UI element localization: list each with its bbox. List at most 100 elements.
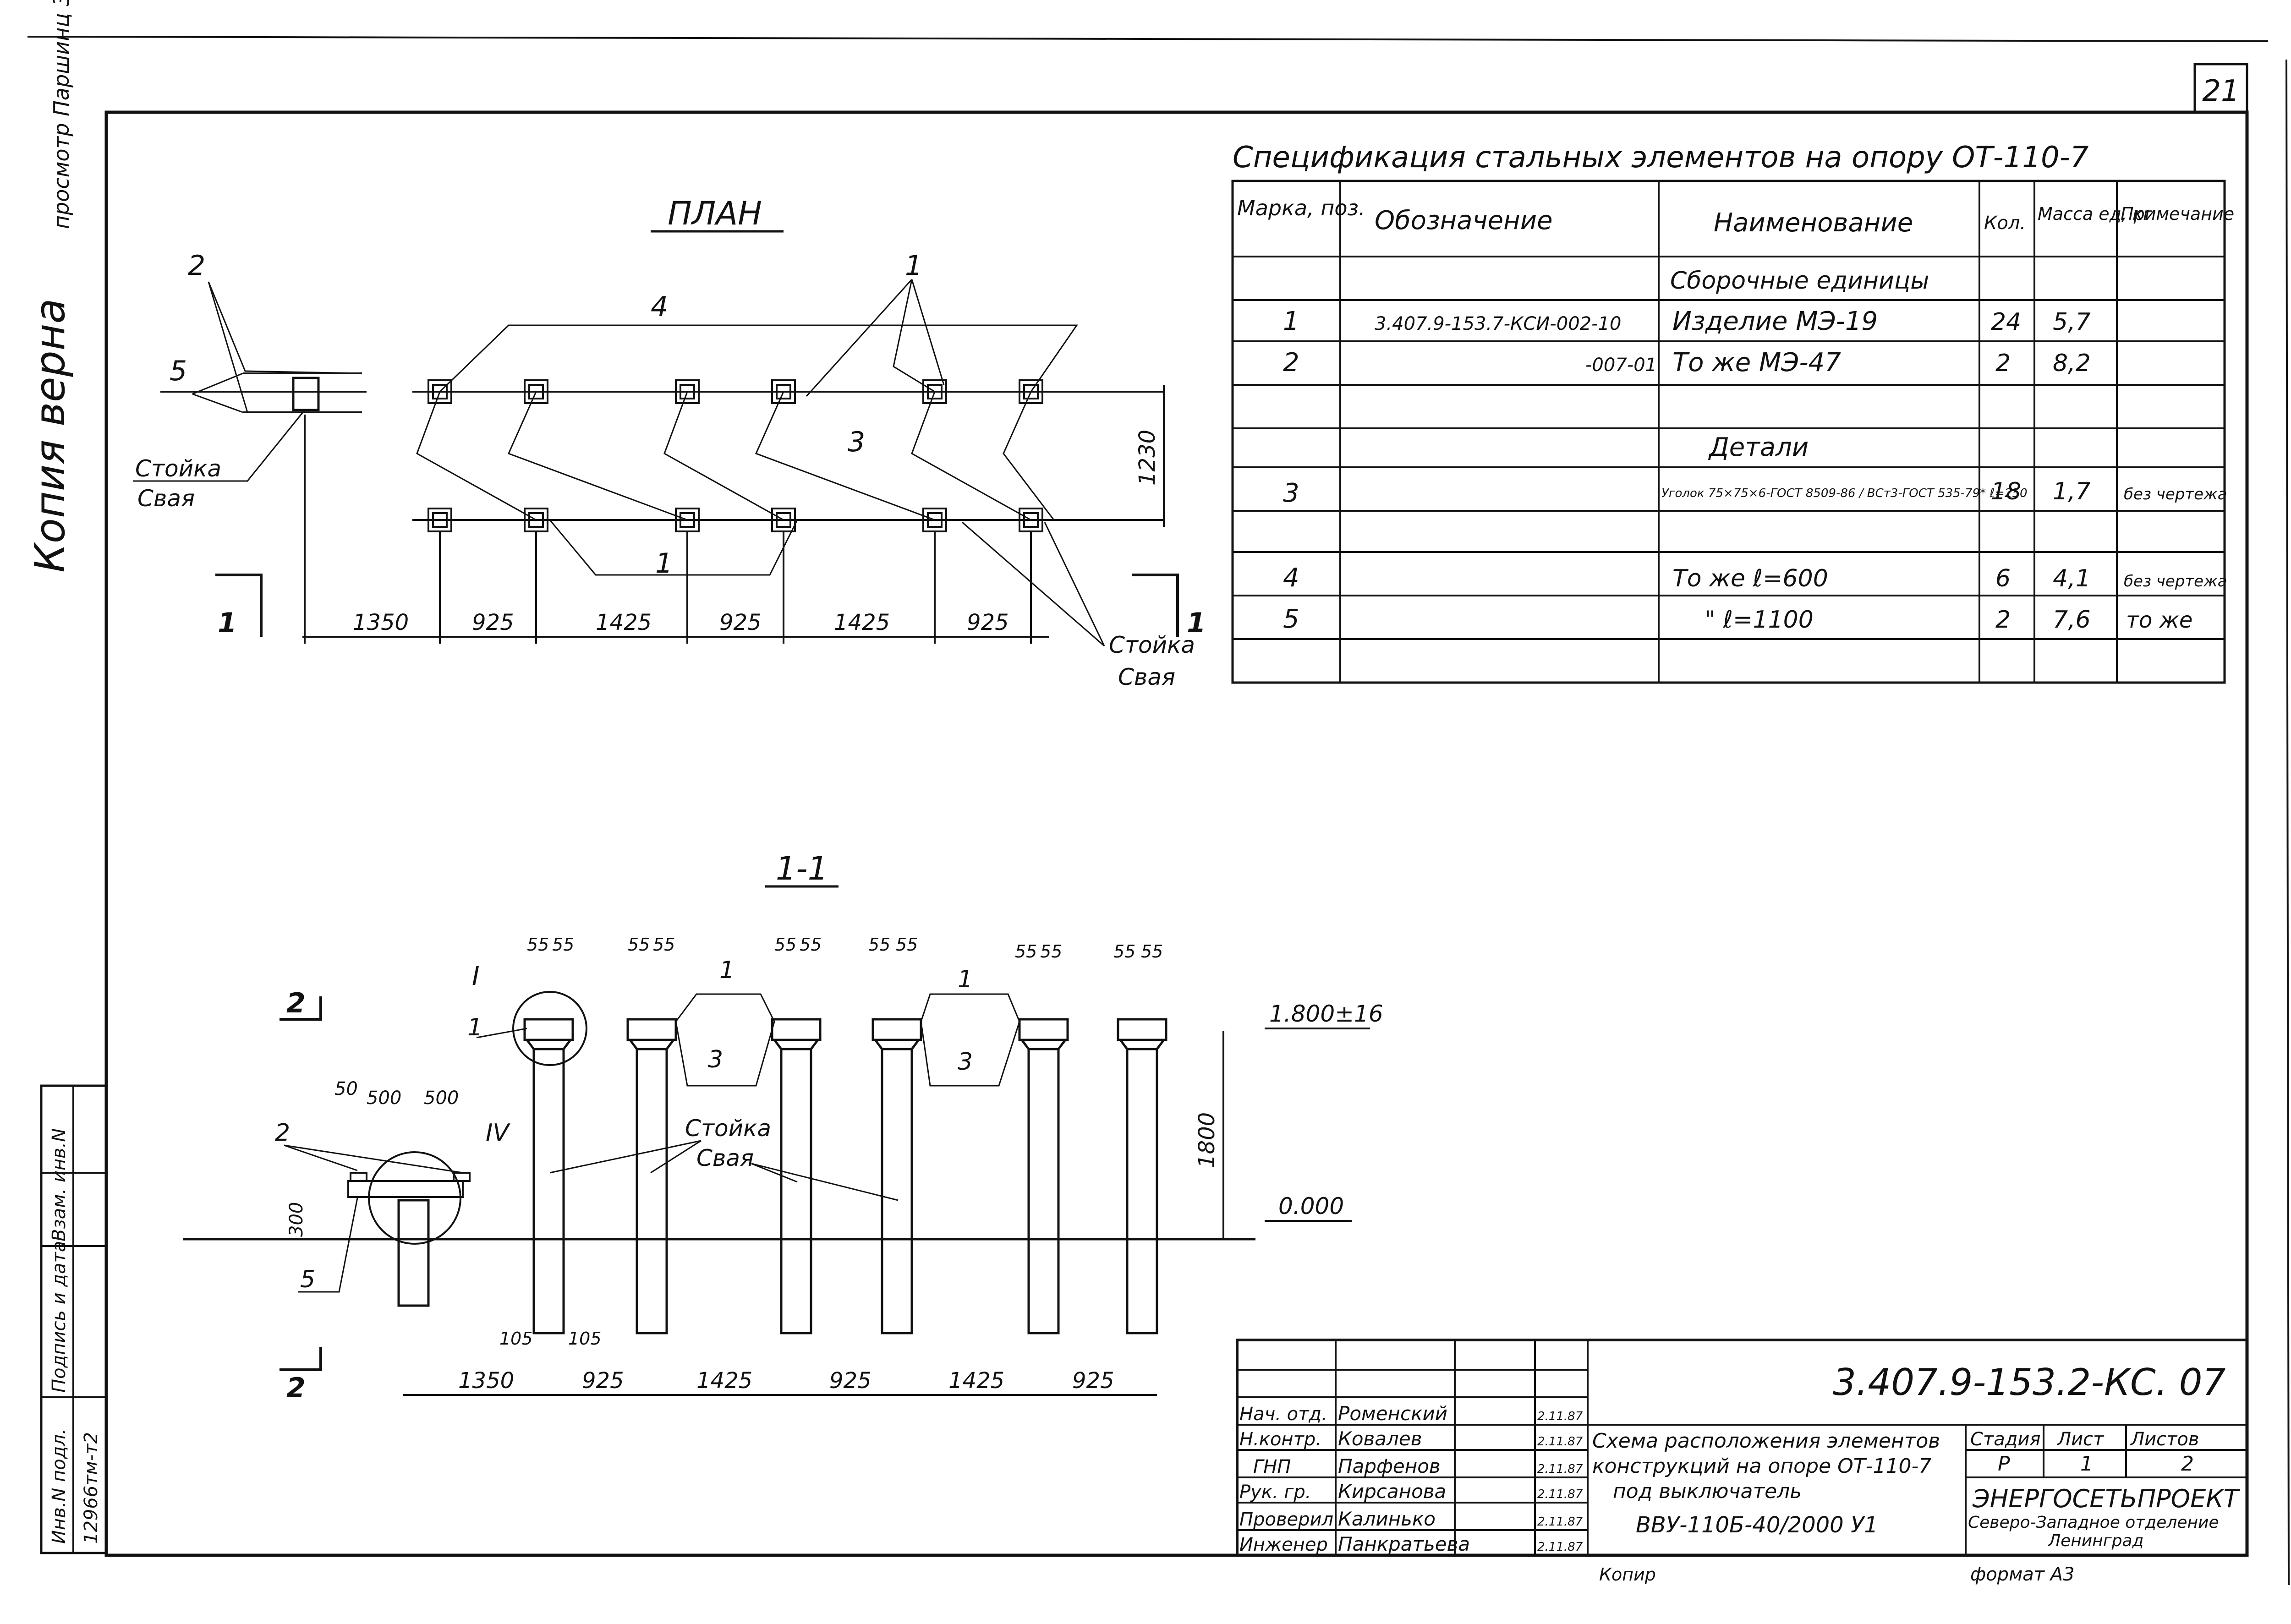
- strip-label-2: Взам. инв.N: [49, 1128, 70, 1241]
- section-title: 1-1: [776, 850, 828, 887]
- plan-dim-1: 925: [472, 610, 514, 635]
- cut-mark-top: 2: [286, 987, 306, 1019]
- description-1: конструкций на опоре ОТ-110-7: [1592, 1454, 1931, 1478]
- spec-r1-qty: 24: [1991, 308, 2021, 336]
- page-number: 21: [2202, 74, 2239, 108]
- org-branch: Северо-Западное отделение: [1968, 1513, 2219, 1532]
- plan-stoyka-right: Стойка: [1109, 632, 1195, 658]
- top-dim-2: 55: [628, 935, 650, 955]
- spec-group-assemblies: Сборочные единицы: [1670, 267, 1929, 295]
- level-top: 1.800±16: [1269, 1001, 1383, 1027]
- top-dim-10: 55: [1113, 941, 1135, 962]
- top-dim-7: 55: [896, 935, 918, 955]
- description-2: под выключатель: [1613, 1480, 1802, 1503]
- spec-r2-designation: -007-01: [1585, 355, 1657, 376]
- small-dim-105a: 105: [499, 1329, 533, 1349]
- section-dim-4: 1425: [948, 1368, 1004, 1394]
- sheet-header: Лист: [2056, 1429, 2105, 1450]
- date-1: 2.11.87: [1537, 1435, 1583, 1449]
- spec-r1-pos: 1: [1283, 306, 1299, 336]
- section-vdim: 1800: [1194, 1112, 1220, 1168]
- plan-dim-3: 925: [719, 610, 762, 635]
- spec-header-qty: Кол.: [1984, 213, 2026, 234]
- spec-group-details: Детали: [1708, 432, 1809, 462]
- stage-header: Стадия: [1970, 1429, 2040, 1450]
- spec-r4-qty: 6: [1995, 565, 2011, 592]
- small-dim-300: 300: [286, 1202, 307, 1237]
- plan-label-5: 5: [170, 355, 187, 387]
- plan-svaya-right: Свая: [1118, 664, 1175, 690]
- name-2: Парфенов: [1338, 1455, 1441, 1477]
- spec-r5-note: то же: [2126, 607, 2192, 633]
- date-0: 2.11.87: [1537, 1410, 1583, 1423]
- top-dim-5: 55: [800, 935, 822, 955]
- org-city: Ленинград: [2047, 1531, 2143, 1550]
- spec-title: Спецификация стальных элементов на опору…: [1233, 141, 2089, 175]
- plan-section-mark-right: 1: [1187, 607, 1206, 639]
- section-dim-5: 925: [1072, 1368, 1114, 1394]
- sheet-frame: [104, 110, 2249, 1557]
- role-4: Проверил: [1239, 1509, 1333, 1530]
- section-dim-2: 1425: [696, 1368, 752, 1394]
- small-dim-500b: 500: [424, 1088, 459, 1109]
- top-dim-8: 55: [1015, 941, 1037, 962]
- plan-label-1-top: 1: [905, 250, 922, 282]
- title-block: 3.407.9-153.2-КС. 07 Нач. отд. Н.контр. …: [1236, 1339, 2248, 1557]
- spec-r5-pos: 5: [1283, 604, 1299, 634]
- section-mark-1-mid: 1: [719, 957, 734, 984]
- plan-view: ПЛАН 2: [133, 195, 1206, 690]
- top-dim-9: 55: [1040, 941, 1062, 962]
- copy-note: Копир: [1599, 1564, 1656, 1585]
- role-3: Рук. гр.: [1239, 1482, 1311, 1503]
- small-dim-50: 50: [334, 1078, 358, 1099]
- section-mark-1-right: 1: [958, 966, 973, 993]
- right-edge-line: [2286, 59, 2290, 1586]
- plan-vdim: 1230: [1135, 430, 1160, 486]
- section-dim-1: 925: [582, 1368, 624, 1394]
- date-4: 2.11.87: [1537, 1515, 1583, 1529]
- spec-r2-name: То же МЭ-47: [1672, 348, 1841, 377]
- spec-header-note: Примечание: [2121, 204, 2234, 224]
- spec-r4-pos: 4: [1283, 563, 1299, 593]
- plan-label-1-bottom: 1: [655, 547, 673, 580]
- section-mark-I: I: [472, 962, 480, 991]
- sheets-value: 2: [2181, 1452, 2194, 1476]
- section-mark-5: 5: [300, 1266, 315, 1293]
- spec-r3-note: без чертежа: [2124, 485, 2227, 503]
- section-mark-IV: IV: [486, 1119, 510, 1147]
- spec-r2-pos: 2: [1283, 348, 1299, 377]
- plan-label-2: 2: [188, 250, 205, 282]
- section-view: 1-1: [183, 850, 1383, 1404]
- name-5: Панкратьева: [1338, 1533, 1470, 1555]
- spec-r3-qty: 18: [1991, 478, 2021, 505]
- org-name: ЭНЕРГОСЕТЬПРОЕКТ: [1972, 1484, 2241, 1513]
- cut-mark-bottom: 2: [286, 1372, 306, 1404]
- top-dim-3: 55: [653, 935, 675, 955]
- spec-header-name: Наименование: [1714, 208, 1913, 238]
- stage-value: Р: [1998, 1452, 2010, 1476]
- section-svaya: Свая: [696, 1145, 754, 1171]
- section-mark-3-left: 3: [708, 1046, 723, 1073]
- spec-r5-qty: 2: [1995, 606, 2011, 634]
- top-edge-line: [27, 36, 2269, 42]
- spec-r1-name: Изделие МЭ-19: [1672, 306, 1878, 336]
- name-4: Калинько: [1338, 1508, 1436, 1530]
- role-2: ГНП: [1253, 1456, 1291, 1477]
- spec-r5-name: " ℓ=1100: [1705, 606, 1814, 634]
- plan-dim-4: 1425: [834, 610, 890, 635]
- plan-piles: [428, 379, 1043, 532]
- role-5: Инженер: [1239, 1534, 1328, 1555]
- small-dim-105b: 105: [568, 1329, 602, 1349]
- plan-dim-2: 1425: [596, 610, 652, 635]
- name-3: Кирсанова: [1338, 1480, 1446, 1503]
- spec-r3-pos: 3: [1283, 478, 1299, 508]
- detail-circle-I: [512, 991, 587, 1066]
- spec-header-pos: Марка, поз.: [1237, 196, 1365, 220]
- title-code: 3.407.9-153.2-КС. 07: [1833, 1361, 2226, 1404]
- plan-label-3: 3: [848, 426, 865, 458]
- spec-r2-mass: 8,2: [2053, 350, 2091, 377]
- strip-label-0: Инв.N подл.: [49, 1428, 70, 1544]
- top-dim-4: 55: [774, 935, 796, 955]
- strip-inv-number: 12966тм-т2: [81, 1432, 102, 1544]
- name-1: Ковалев: [1338, 1427, 1422, 1450]
